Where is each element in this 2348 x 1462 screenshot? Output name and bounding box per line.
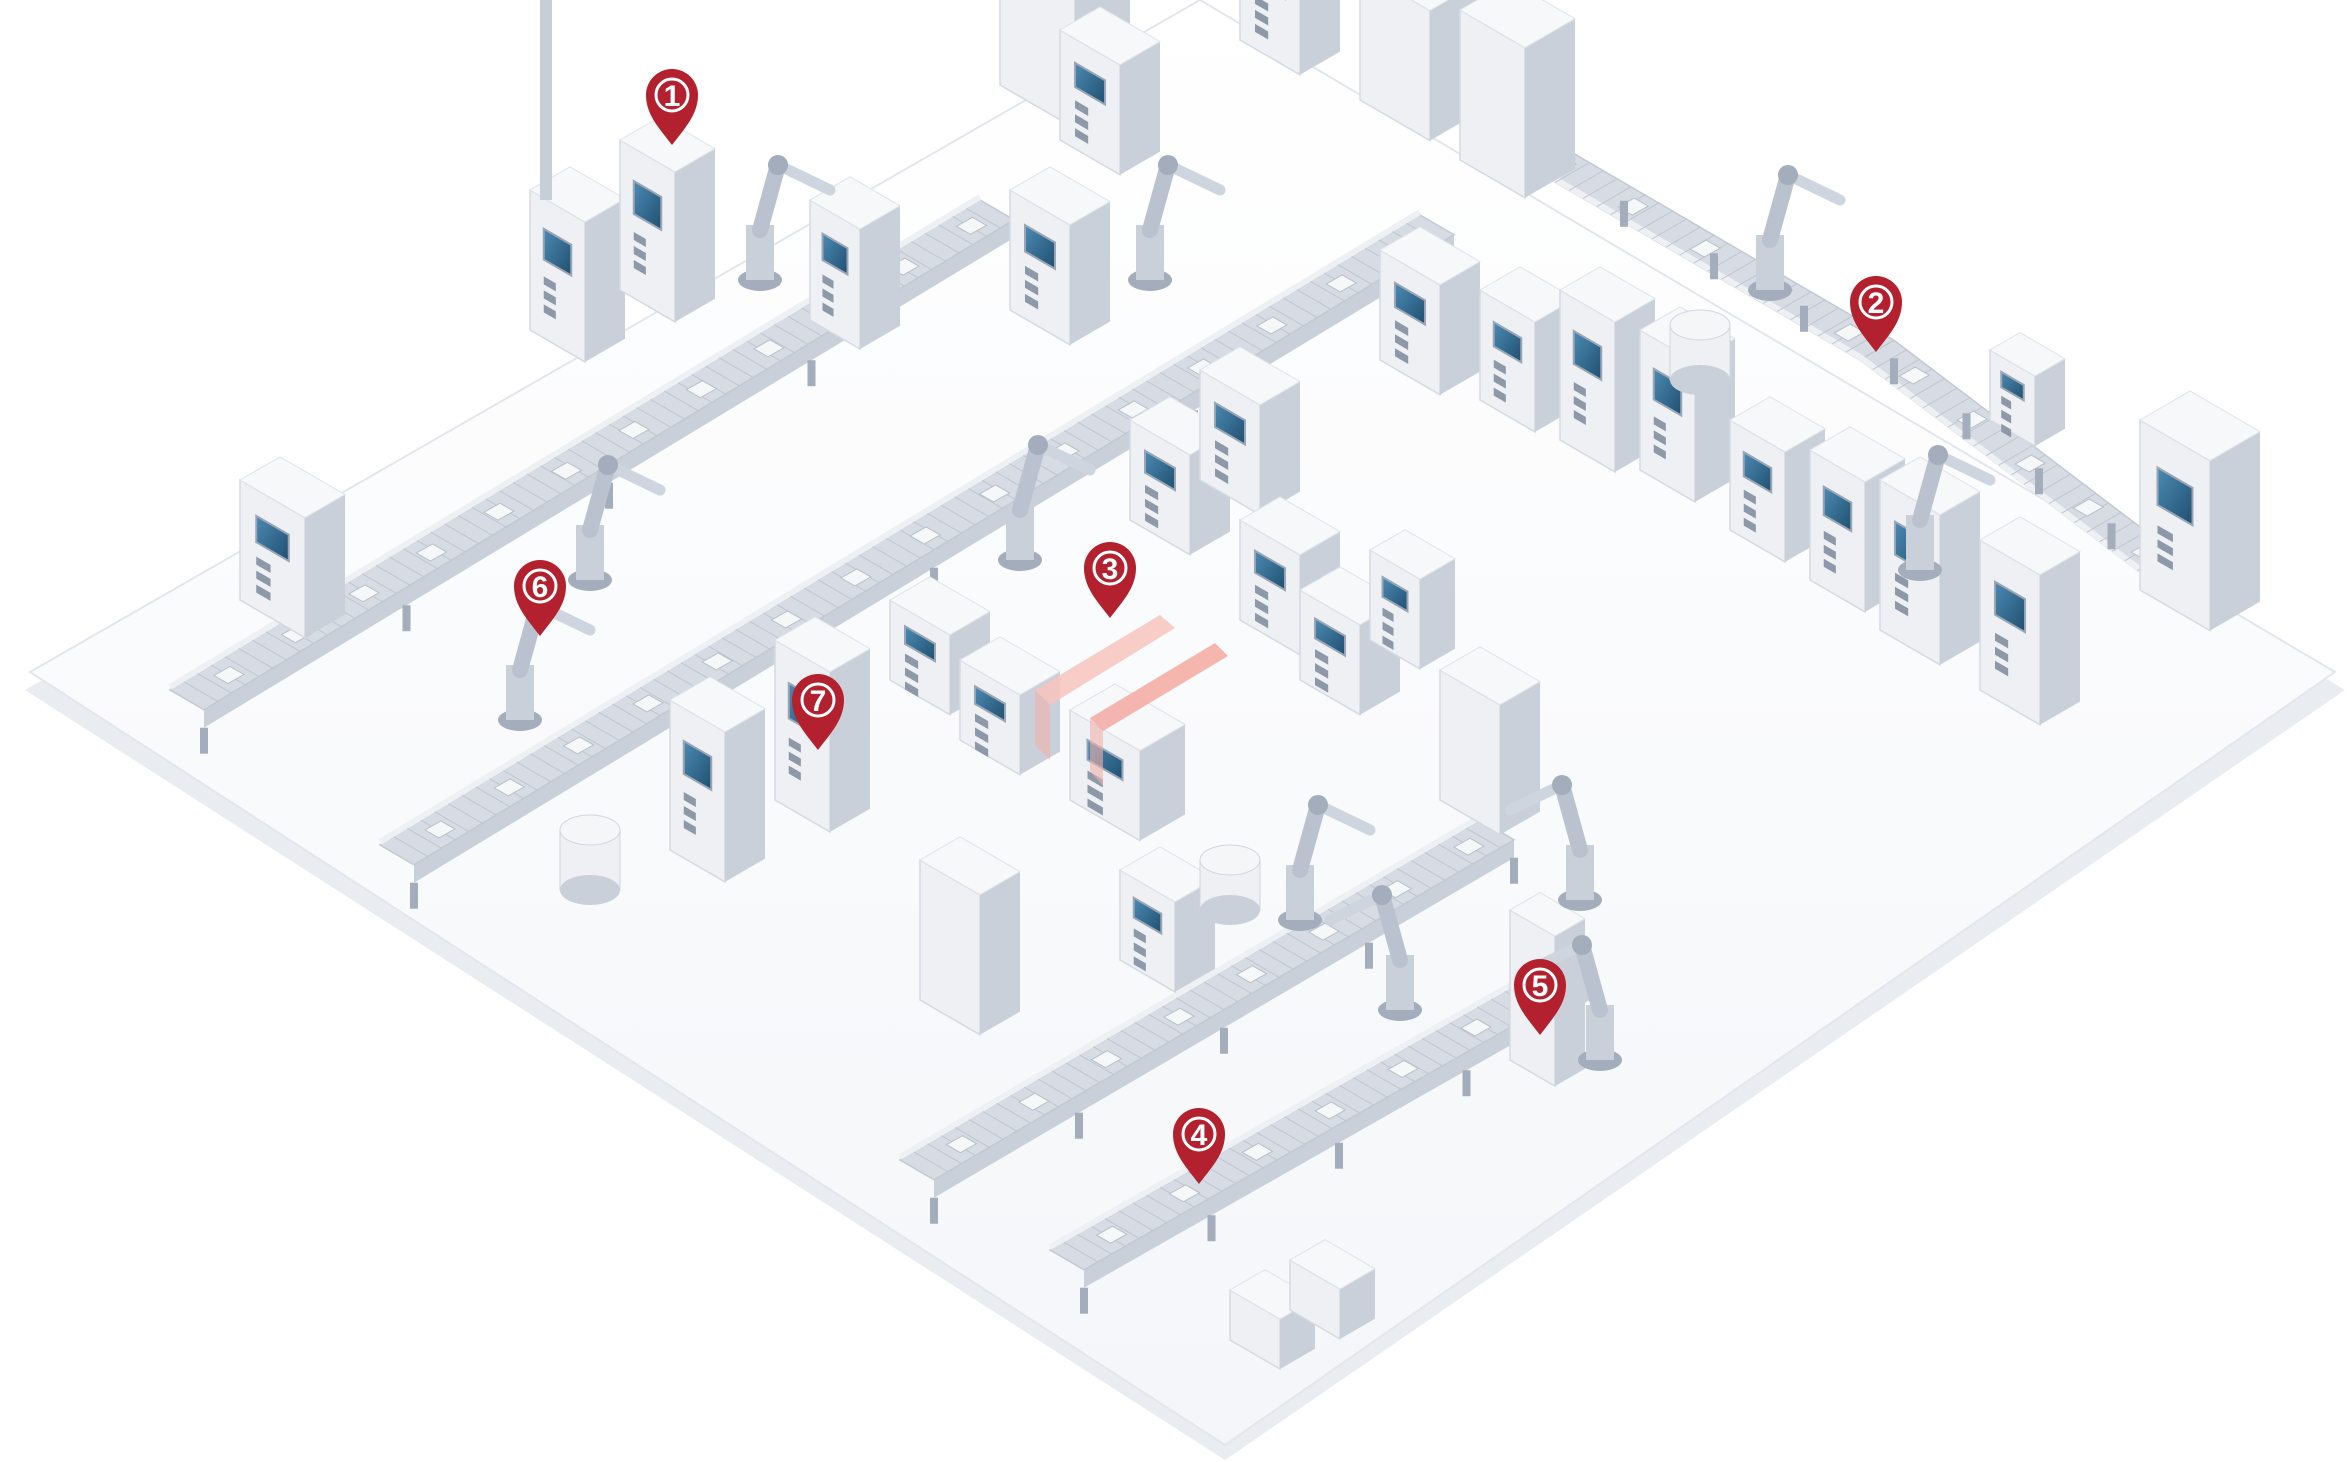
rack-unit <box>809 176 901 351</box>
tank-left <box>559 814 621 905</box>
cabinet-center <box>1009 166 1111 347</box>
robot-arm-11 <box>1524 935 1622 1071</box>
robot-arm-5 <box>568 455 666 591</box>
inspection-8 <box>1369 529 1456 671</box>
small-terminal-right <box>1989 332 2066 448</box>
bin-2 <box>1289 1239 1376 1341</box>
cabinet-7a <box>669 676 766 884</box>
location-marker-7[interactable]: 7 <box>792 674 844 750</box>
location-marker-1[interactable]: 1 <box>646 69 698 145</box>
end-station <box>2139 390 2261 632</box>
location-marker-3-label: 3 <box>1102 553 1119 586</box>
machine-row-8 <box>1979 516 2081 727</box>
inspection-5 <box>1199 346 1301 517</box>
robot-arm-1 <box>738 155 836 291</box>
location-markers: 1 2 3 4 5 6 7 <box>514 69 1902 1184</box>
location-marker-4-label: 4 <box>1191 1119 1208 1152</box>
location-marker-2-label: 2 <box>1868 287 1885 320</box>
press-unit-2 <box>1239 0 1340 77</box>
robot-arm-7 <box>998 435 1096 571</box>
tank-bottom <box>1199 844 1261 925</box>
location-marker-5-label: 5 <box>1532 970 1549 1003</box>
cabinet-1b <box>619 116 716 324</box>
robot-arm-3 <box>1748 165 1846 301</box>
gateway-unit-2 <box>1459 0 1576 200</box>
location-marker-2[interactable]: 2 <box>1850 276 1902 352</box>
cabinet-left <box>239 456 346 640</box>
inspection-3 <box>1069 683 1186 842</box>
machine-row-5 <box>1729 396 1826 564</box>
location-marker-4[interactable]: 4 <box>1173 1108 1225 1184</box>
robot-arm-2 <box>1128 155 1226 291</box>
conveyor-belt-3 <box>1498 129 1898 385</box>
location-marker-6[interactable]: 6 <box>514 560 566 636</box>
scanner-gate-highlight <box>1035 615 1228 786</box>
robot-arm-8 <box>1278 795 1376 931</box>
tank-right <box>1669 309 1731 395</box>
location-marker-3[interactable]: 3 <box>1084 542 1136 618</box>
robot-arm-10 <box>1504 775 1602 911</box>
machine-row-1 <box>1379 226 1481 397</box>
location-marker-1-label: 1 <box>664 80 681 113</box>
conveyor-belt-6 <box>1048 954 1598 1314</box>
robot-arm-4 <box>1898 445 1996 581</box>
control-console-1 <box>1059 6 1161 177</box>
robot-arms <box>498 155 1996 1071</box>
location-marker-7-label: 7 <box>810 685 827 718</box>
robot-arm-9 <box>1324 885 1422 1021</box>
support-pole <box>540 0 552 200</box>
location-marker-6-label: 6 <box>532 571 549 604</box>
operator-station <box>1119 846 1216 994</box>
feeder-unit <box>919 836 1021 1037</box>
cabinet-1a <box>529 166 626 364</box>
conveyor-belt-4 <box>1858 339 2188 605</box>
location-marker-5[interactable]: 5 <box>1514 959 1566 1035</box>
conveyor-belts <box>168 129 2188 1314</box>
